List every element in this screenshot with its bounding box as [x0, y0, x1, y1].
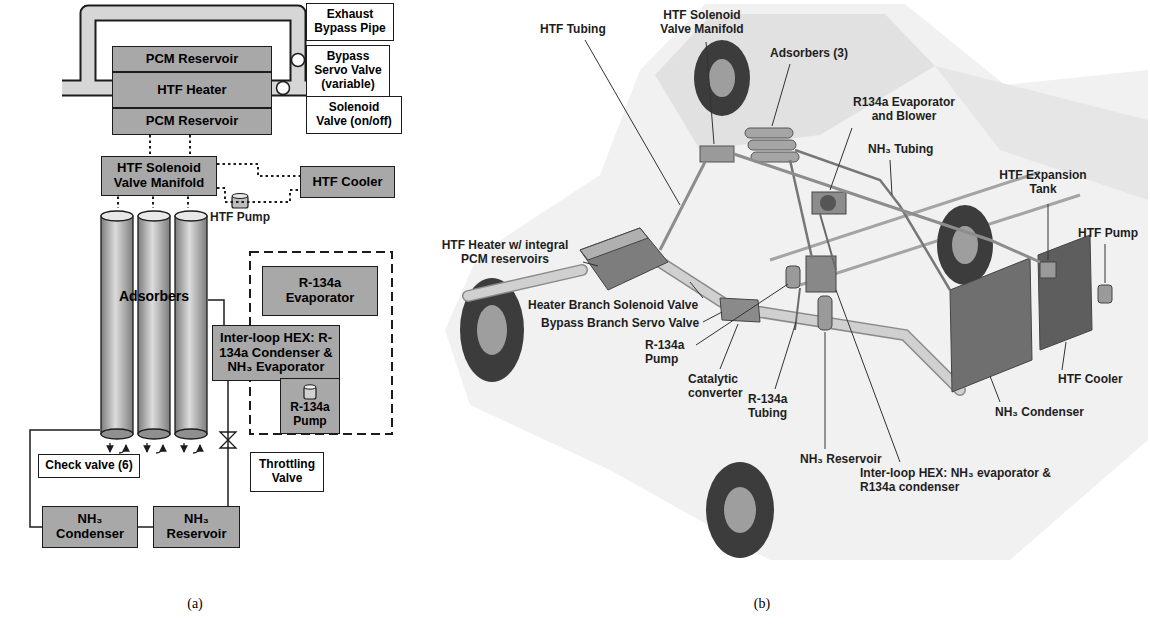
callout-label: Bypass Branch Servo Valve	[541, 316, 716, 330]
box-label: R-134a Pump	[285, 401, 335, 429]
box-label: HTF Cooler	[312, 175, 382, 190]
adsorber-cylinders	[100, 208, 208, 442]
box-label: Solenoid Valve (on/off)	[312, 101, 396, 129]
evaporator-box: R-134a Evaporator	[262, 266, 378, 316]
box-label: PCM Reservoir	[146, 52, 238, 67]
servo-valve-symbol	[292, 54, 305, 67]
callout-box: Check valve (6)	[38, 454, 139, 479]
callout-label: R-134a Tubing	[748, 392, 800, 421]
fluid-line-dotted	[217, 188, 300, 202]
panel-label: (b)	[747, 596, 777, 613]
vehicle-illustration	[445, 4, 1148, 560]
fluid-line-dotted	[187, 196, 189, 208]
fluid-line	[208, 300, 224, 325]
callout-label: HTF Heater w/ integral PCM reservoirs	[430, 238, 580, 267]
box-label: PCM Reservoir	[146, 114, 238, 129]
callout-label: Heater Branch Solenoid Valve	[528, 298, 718, 312]
callout-label: HTF Solenoid Valve Manifold	[652, 8, 752, 37]
box-label: NH₃ Condenser	[55, 512, 125, 542]
box-label: Inter-loop HEX: R-134a Condenser & NH₃ E…	[219, 331, 333, 376]
fluid-line-dotted	[189, 135, 191, 156]
solenoid-valve-symbol	[277, 82, 290, 95]
box-label: Bypass Servo Valve (variable)	[312, 50, 384, 91]
leader-lines	[583, 40, 1105, 462]
box-label: Check valve (6)	[45, 459, 132, 473]
callout-label: Inter-loop HEX: NH₃ evaporator & R134a c…	[860, 466, 1065, 495]
callout-label: NH₃ Condenser	[995, 405, 1095, 419]
condenser-box: NH₃ Condenser	[42, 506, 138, 548]
pump-symbol	[232, 194, 248, 209]
reservoir-box: PCM Reservoir	[112, 46, 272, 72]
fluid-line-dotted	[149, 135, 151, 156]
fluid-line-dotted	[117, 196, 119, 208]
box-label: Exhaust Bypass Pipe	[312, 8, 388, 36]
callout-box: Bypass Servo Valve (variable)	[306, 45, 390, 97]
box-label: R-134a Evaporator	[276, 276, 364, 306]
box-label: NH₃ Reservoir	[162, 512, 232, 542]
callout-box: Throttling Valve	[250, 452, 324, 492]
box-label: Adsorbers	[119, 288, 189, 304]
box-label: Throttling Valve	[256, 458, 318, 486]
callout-box: Solenoid Valve (on/off)	[306, 96, 402, 135]
callout-label: R134a Evaporator and Blower	[848, 95, 960, 124]
check-valve-arrows	[110, 443, 200, 453]
callout-label: NH₃ Reservoir	[800, 452, 890, 466]
callout-label: R-134a Pump	[645, 338, 695, 367]
manifold-box: HTF Solenoid Valve Manifold	[101, 156, 217, 197]
callout-label: Adsorbers (3)	[770, 46, 870, 60]
callout-label: HTF Cooler	[1058, 372, 1138, 386]
callout-box: Exhaust Bypass Pipe	[306, 3, 394, 42]
callout-label: HTF Tubing	[540, 22, 630, 36]
reservoir-box: PCM Reservoir	[112, 108, 272, 135]
box-label: HTF Heater	[157, 83, 226, 98]
heater-box: HTF Heater	[112, 72, 272, 108]
fluid-line-dotted	[217, 164, 300, 176]
pump-box: R-134a Pump	[280, 378, 340, 435]
component-label: HTF Pump	[210, 210, 270, 224]
fluid-line	[227, 381, 229, 506]
box-label: HTF Solenoid Valve Manifold	[107, 161, 211, 191]
panel-label: (a)	[180, 596, 210, 613]
adsorber-group: Adsorbers	[100, 208, 208, 442]
callout-label: HTF Pump	[1078, 226, 1144, 240]
fluid-line	[138, 526, 153, 528]
heat-exchanger-box: Inter-loop HEX: R-134a Condenser & NH₃ E…	[212, 325, 340, 381]
cooler-box: HTF Cooler	[300, 166, 395, 198]
pump-symbol	[301, 383, 319, 401]
callout-label: HTF Expansion Tank	[995, 168, 1091, 197]
fluid-line-dotted	[152, 196, 154, 208]
callout-label: NH₃ Tubing	[868, 142, 958, 156]
reservoir-box: NH₃ Reservoir	[153, 506, 240, 548]
callout-label: Catalytic converter	[688, 372, 754, 401]
